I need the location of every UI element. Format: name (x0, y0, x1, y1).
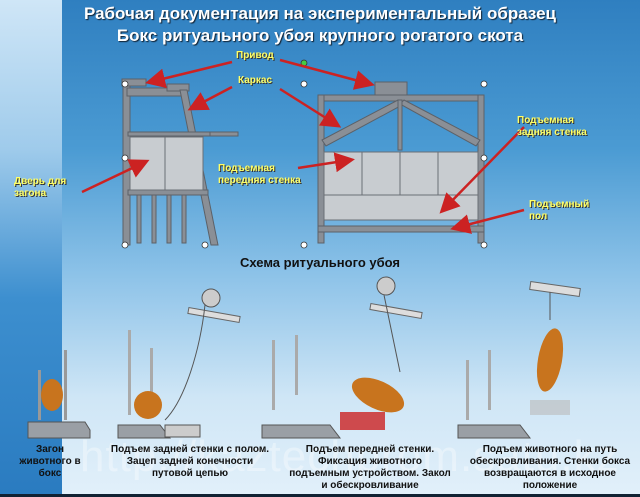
title-line-2: Бокс ритуального убоя крупного рогатого … (116, 26, 524, 45)
label-frame: Каркас (238, 75, 273, 86)
watermark: http://kaztechprom.satu.kz (80, 432, 620, 481)
left-strip (0, 0, 62, 497)
front-view-rear-wall (323, 151, 479, 221)
scheme-step-2 (117, 288, 241, 439)
scheme-step-1 (27, 350, 91, 439)
title-line-1: Рабочая документация на экспериментальны… (83, 4, 556, 23)
scheme-title: Схема ритуального убоя (239, 255, 400, 270)
bottom-border (0, 494, 640, 497)
step-caption-3: Подъем передней стенки.Фиксация животног… (289, 444, 451, 491)
callout-arrows (81, 58, 525, 234)
scheme-step-4 (457, 280, 581, 439)
step-caption-2: Подъем задней стенки с полом.Зацеп задне… (110, 444, 270, 479)
selection-handles (121, 80, 488, 249)
scheme-step-3 (261, 276, 423, 439)
label-drive: Привод (236, 50, 274, 61)
